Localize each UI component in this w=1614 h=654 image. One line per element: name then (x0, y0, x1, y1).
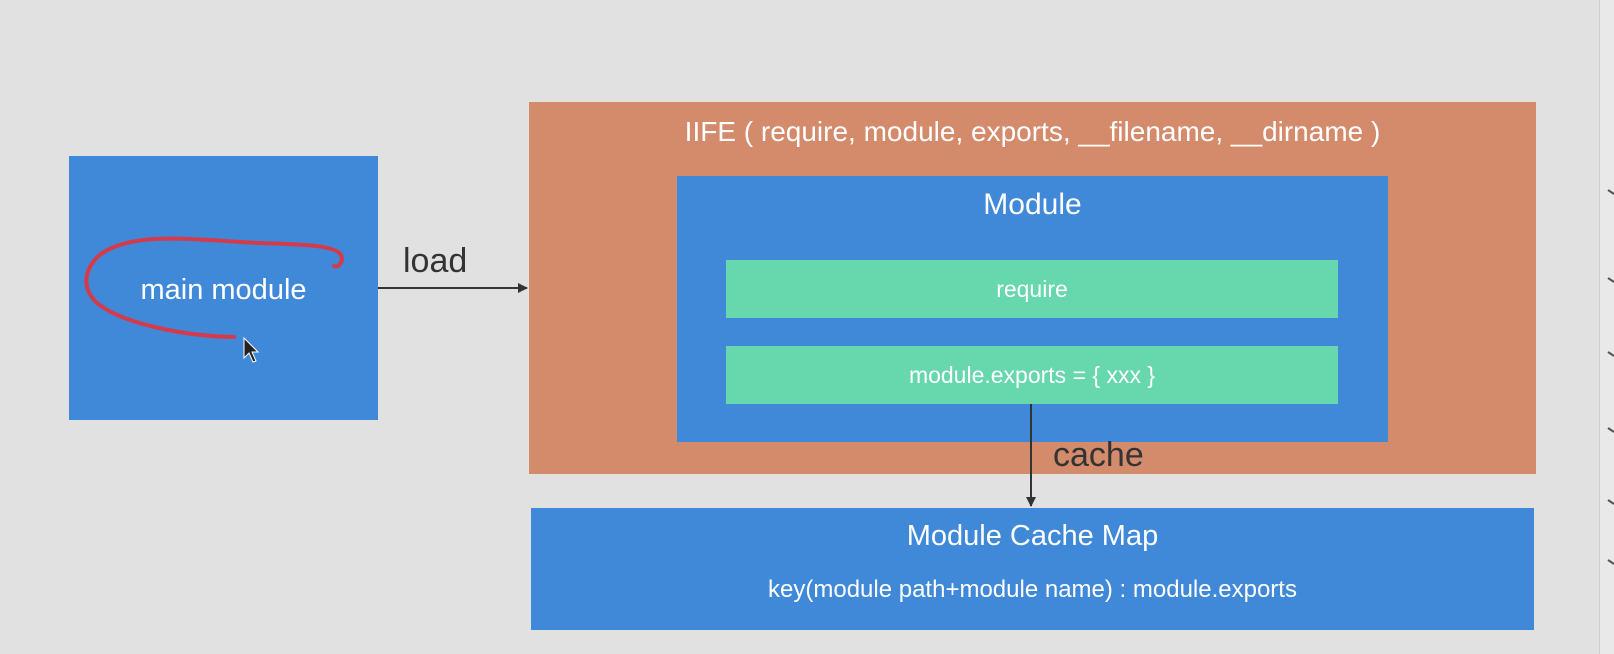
require-label: require (996, 276, 1068, 302)
main-module-box: main module (69, 156, 378, 420)
window-edge (1599, 0, 1614, 654)
module-cache-map: Module Cache Map key(module path+module … (531, 508, 1534, 630)
module-exports-label: module.exports = { xxx } (908, 362, 1156, 388)
iife-title: IIFE ( require, module, exports, __filen… (684, 116, 1381, 147)
module-title: Module (983, 188, 1082, 221)
cache-map-title: Module Cache Map (906, 520, 1159, 552)
module-box: Module require module.exports = { xxx } (677, 176, 1388, 442)
iife-container: IIFE ( require, module, exports, __filen… (529, 102, 1536, 474)
module-exports-bar: module.exports = { xxx } (726, 346, 1338, 404)
cache-label: cache (1053, 436, 1144, 474)
load-label: load (403, 242, 468, 280)
main-module-label: main module (140, 274, 307, 306)
require-bar: require (726, 260, 1338, 318)
cache-map-description: key(module path+module name) : module.ex… (768, 576, 1297, 603)
